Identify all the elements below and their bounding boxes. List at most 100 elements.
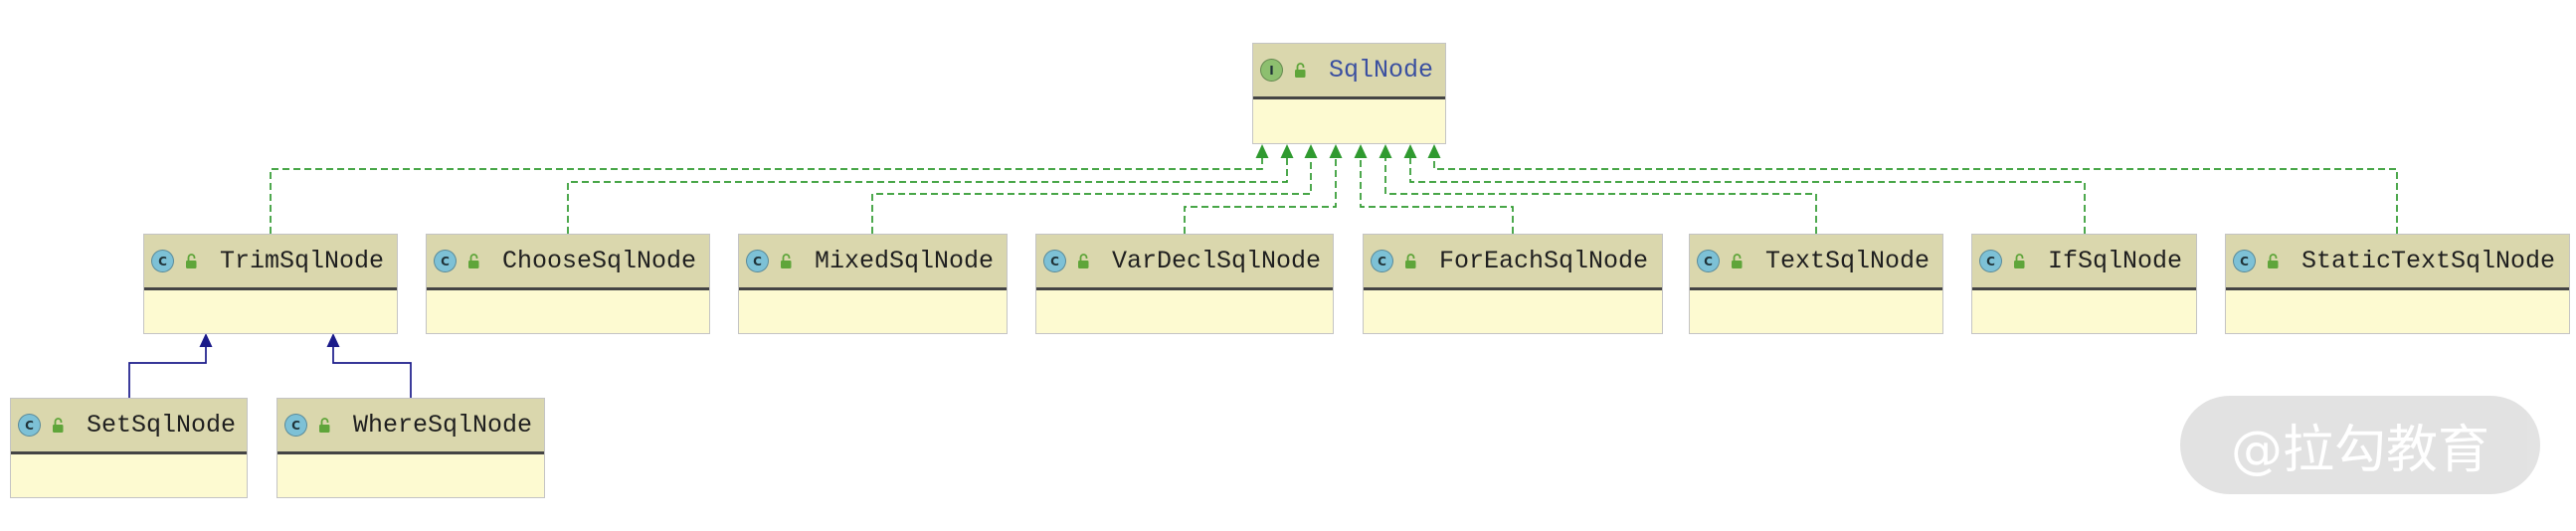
node-header: C TextSqlNode (1690, 235, 1942, 287)
header-divider (739, 287, 1007, 290)
class-textsqlnode[interactable]: C TextSqlNode (1689, 234, 1943, 334)
watermark: @拉勾教育 (2180, 396, 2540, 494)
members-compartment (427, 290, 709, 333)
class-statictextsqlnode[interactable]: C StaticTextSqlNode (2225, 234, 2570, 334)
class-mixedsqlnode[interactable]: C MixedSqlNode (738, 234, 1008, 334)
header-divider (1364, 287, 1662, 290)
realization-arrowhead (1379, 144, 1392, 158)
class-icon: C (18, 414, 41, 437)
class-foreachsqlnode[interactable]: C ForEachSqlNode (1363, 234, 1663, 334)
class-vardeclsqlnode[interactable]: C VarDeclSqlNode (1035, 234, 1334, 334)
public-lock-icon (2267, 253, 2281, 269)
header-divider (1972, 287, 2196, 290)
realization-arrowhead (1329, 144, 1343, 158)
realization-edge-textsqlnode (1384, 158, 1817, 234)
header-divider (11, 451, 247, 454)
node-header: C VarDeclSqlNode (1036, 235, 1333, 287)
realization-arrowhead (1304, 144, 1318, 158)
interface-name: SqlNode (1329, 56, 1434, 85)
class-icon: C (1979, 250, 2002, 272)
realization-arrowhead (1255, 144, 1269, 158)
inheritance-arrowhead (326, 333, 340, 347)
class-setsqlnode[interactable]: C SetSqlNode (10, 398, 248, 498)
class-icon: C (746, 250, 769, 272)
header-divider (1253, 96, 1445, 99)
members-compartment (277, 454, 544, 497)
class-ifsqlnode[interactable]: C IfSqlNode (1971, 234, 2197, 334)
class-icon-letter: C (1378, 254, 1386, 268)
node-header: C IfSqlNode (1972, 235, 2196, 287)
public-lock-icon (185, 253, 199, 269)
realization-arrowhead (1354, 144, 1368, 158)
realization-edge-trimsqlnode (270, 158, 1263, 234)
class-icon: C (1371, 250, 1393, 272)
realization-edge-foreachsqlnode (1360, 158, 1514, 234)
class-name: TextSqlNode (1765, 247, 1931, 275)
public-lock-icon (467, 253, 481, 269)
members-compartment (11, 454, 247, 497)
members-compartment (144, 290, 397, 333)
header-divider (2226, 287, 2569, 290)
class-icon-letter: C (1050, 254, 1059, 268)
class-name: WhereSqlNode (353, 411, 533, 440)
members-compartment (739, 290, 1007, 333)
interface-icon: I (1260, 59, 1283, 82)
members-compartment (1690, 290, 1942, 333)
class-icon-letter: C (441, 254, 450, 268)
node-header: C StaticTextSqlNode (2226, 235, 2569, 287)
public-lock-icon (1404, 253, 1418, 269)
class-choosesqlnode[interactable]: C ChooseSqlNode (426, 234, 710, 334)
class-name: ChooseSqlNode (502, 247, 697, 275)
class-icon: C (1697, 250, 1720, 272)
inheritance-arrowhead (199, 333, 213, 347)
public-lock-icon (1077, 253, 1091, 269)
class-icon: C (434, 250, 457, 272)
class-name: SetSqlNode (87, 411, 237, 440)
node-header: C ForEachSqlNode (1364, 235, 1662, 287)
header-divider (427, 287, 709, 290)
header-divider (277, 451, 544, 454)
class-icon-letter: C (2240, 254, 2249, 268)
interface-icon-letter: I (1269, 63, 1274, 78)
class-name: MixedSqlNode (815, 247, 995, 275)
members-compartment (1972, 290, 2196, 333)
node-header: C MixedSqlNode (739, 235, 1007, 287)
header-divider (144, 287, 397, 290)
class-icon-letter: C (1986, 254, 1995, 268)
class-icon: C (2233, 250, 2256, 272)
realization-arrowhead (1427, 144, 1441, 158)
public-lock-icon (2013, 253, 2027, 269)
class-icon: C (151, 250, 174, 272)
class-name: TrimSqlNode (220, 247, 385, 275)
public-lock-icon (318, 417, 332, 434)
node-header: C ChooseSqlNode (427, 235, 709, 287)
class-name: VarDeclSqlNode (1112, 247, 1322, 275)
public-lock-icon (52, 417, 66, 434)
class-icon-letter: C (25, 418, 34, 433)
members-compartment (1036, 290, 1333, 333)
realization-arrowhead (1403, 144, 1417, 158)
public-lock-icon (780, 253, 794, 269)
class-name: IfSqlNode (2048, 247, 2183, 275)
realization-edge-mixedsqlnode (871, 158, 1312, 234)
realization-arrowhead (1280, 144, 1294, 158)
class-icon: C (284, 414, 307, 437)
node-header: C TrimSqlNode (144, 235, 397, 287)
node-header: C SetSqlNode (11, 399, 247, 451)
class-wheresqlnode[interactable]: C WhereSqlNode (276, 398, 545, 498)
class-name: ForEachSqlNode (1439, 247, 1649, 275)
inheritance-edge-wheresqlnode (332, 347, 412, 398)
realization-edge-vardeclsqlnode (1184, 158, 1337, 234)
members-compartment (1364, 290, 1662, 333)
header-divider (1690, 287, 1942, 290)
members-compartment (1253, 99, 1445, 143)
public-lock-icon (1731, 253, 1745, 269)
class-name: StaticTextSqlNode (2301, 247, 2556, 275)
class-icon-letter: C (753, 254, 762, 268)
header-divider (1036, 287, 1333, 290)
realization-edge-choosesqlnode (567, 158, 1288, 234)
class-trimsqlnode[interactable]: C TrimSqlNode (143, 234, 398, 334)
interface-sqlnode[interactable]: I SqlNode (1252, 43, 1446, 144)
class-icon-letter: C (158, 254, 167, 268)
